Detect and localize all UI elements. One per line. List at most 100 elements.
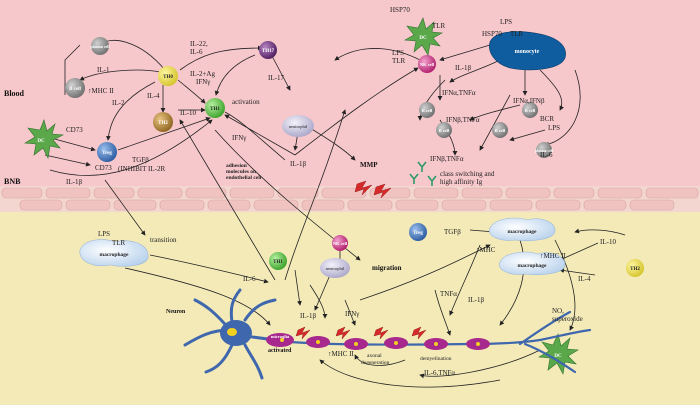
il17: IL-17 <box>268 74 284 82</box>
plasma-cell-left: plasma cell <box>91 37 111 55</box>
bnb-label: BNB <box>4 177 21 186</box>
th2-bottom-label: TH2 <box>630 267 640 272</box>
demyelination: demyelination <box>420 356 452 362</box>
b-cell-3: B cell <box>492 122 508 138</box>
b-cell-left: B cell <box>65 78 85 98</box>
th1-bottom: TH1 <box>269 252 287 270</box>
dc-bottom: DC <box>538 333 579 375</box>
blood-region <box>0 0 700 188</box>
mmp: MMP <box>360 161 378 169</box>
hsp70-1: HSP70 <box>390 6 410 14</box>
cns-region <box>0 188 700 405</box>
cns-lightning-icons <box>295 326 427 340</box>
b-cell-left-label: B cell <box>69 87 81 92</box>
th2-bottom: TH2 <box>626 259 644 277</box>
il6-bottom: IL-6 <box>243 275 256 283</box>
no-superoxide: NO,superoxide <box>552 307 583 323</box>
dc-top-left-label: DC <box>37 139 45 144</box>
il6-tnfa: IL-6,TNFα <box>424 369 455 377</box>
dc-top-right: DC <box>404 17 443 56</box>
ifng-top: IFNγ <box>232 134 246 142</box>
macrophage-right-2-label: macrophage <box>518 263 547 269</box>
dc-bottom-label: DC <box>554 354 562 359</box>
il10-bottom: IL-10 <box>600 238 616 246</box>
th17-label: TH17 <box>262 49 275 54</box>
transition: transition <box>150 236 177 244</box>
il1b-bottom: IL-1β <box>300 312 316 320</box>
ifng-bottom: IFNγ <box>345 310 359 318</box>
hsp70-2: HSP70 <box>482 30 502 38</box>
lps-bcr: LPS <box>548 124 560 132</box>
neutrophil-bottom-label: neutrophil <box>326 266 345 271</box>
il2: IL-2 <box>112 99 125 107</box>
blood-labels: HSP70 TLR LPS HSP70 TLR IL-22,IL-6 IL-17… <box>66 6 560 186</box>
macrophage-right-1: macrophage <box>489 217 556 241</box>
antibody-icons <box>409 161 437 186</box>
nk-cell-bottom: NK cell <box>332 235 348 251</box>
bcr: BCR <box>540 115 554 123</box>
neutrophil-top: neutrophil <box>282 115 314 137</box>
activated: activated <box>268 348 292 354</box>
b-cell-2-label: B cell <box>439 128 450 133</box>
th2-top: TH2 <box>153 112 173 132</box>
il1b-mid: IL-1β <box>290 160 306 168</box>
il1b-left: IL-1β <box>66 178 82 186</box>
mhc2-left: ↑MHC II <box>88 87 115 95</box>
tlr-nk: TLR <box>392 57 406 65</box>
cns-labels: LPS TLR transition IL-6 migration IL-1β … <box>98 228 616 377</box>
b-cell-3-label: B cell <box>495 128 506 133</box>
macrophage-right-2: macrophage <box>499 251 566 275</box>
macrophage-left-label: macrophage <box>100 252 129 258</box>
lps-mac: LPS <box>98 230 110 238</box>
il22-il6: IL-22,IL-6 <box>190 40 208 56</box>
th2-top-label: TH2 <box>158 121 168 126</box>
endothelial-layer <box>0 186 700 212</box>
mhc2-bottom: ↑MHC II <box>328 350 355 358</box>
treg-top-label: Treg <box>102 151 112 156</box>
neutrophil-top-label: neutrophil <box>289 124 308 129</box>
mhc2-mac2: ↑MHC II <box>540 252 567 260</box>
nk-cell-bottom-label: NK cell <box>333 241 348 246</box>
il6-right: IL-6 <box>540 151 553 159</box>
th1-top-label: TH1 <box>210 107 220 112</box>
b-cell-1-label: B cell <box>422 108 433 113</box>
migration: migration <box>372 264 402 272</box>
cd73-1: CD73 <box>66 126 83 134</box>
tgfb-bottom: TGFβ <box>444 228 461 236</box>
il4: IL-4 <box>147 92 160 100</box>
ifna-tnfa: IFNα,TNFα <box>442 89 476 97</box>
b-cell-1: B cell <box>419 102 435 118</box>
th17: TH17 <box>259 41 277 59</box>
il1-left: IL-1 <box>97 66 110 74</box>
treg-top: Treg <box>97 142 117 162</box>
treg-bottom-label: Treg <box>413 231 423 236</box>
tlr-2: TLR <box>510 30 524 38</box>
tgfb-top: TGFβ <box>132 156 149 164</box>
blood-connections <box>39 39 581 176</box>
tnfa: TNFα <box>440 290 457 298</box>
il1b-mono: IL-1β <box>455 64 471 72</box>
plasma-cell-right: plasma cell <box>535 142 553 158</box>
dc-top-right-label: DC <box>419 36 427 41</box>
monocyte: monocyte <box>489 31 566 71</box>
il1b-right: IL-1β <box>468 296 484 304</box>
il4-bottom: IL-4 <box>578 275 591 283</box>
inhibit-il2r: (INHIBIT IL-2R <box>118 165 165 173</box>
cns-connections <box>104 109 626 388</box>
neuron <box>183 288 592 380</box>
mhc-mac1: ↑MHC <box>476 246 496 254</box>
blood-label: Blood <box>4 89 25 98</box>
th1-top: TH1 <box>205 98 225 118</box>
macrophage-left: macrophage <box>79 239 149 267</box>
tlr-1: TLR <box>432 22 446 30</box>
nk-cell-top: NK cell <box>418 55 436 73</box>
th1-bottom-label: TH1 <box>273 260 283 265</box>
plasma-cell-left-label: plasma cell <box>91 44 111 49</box>
tlr-mac: TLR <box>112 239 126 247</box>
ifnb-tnfa-1: IFNβ,TNFα <box>446 116 480 124</box>
